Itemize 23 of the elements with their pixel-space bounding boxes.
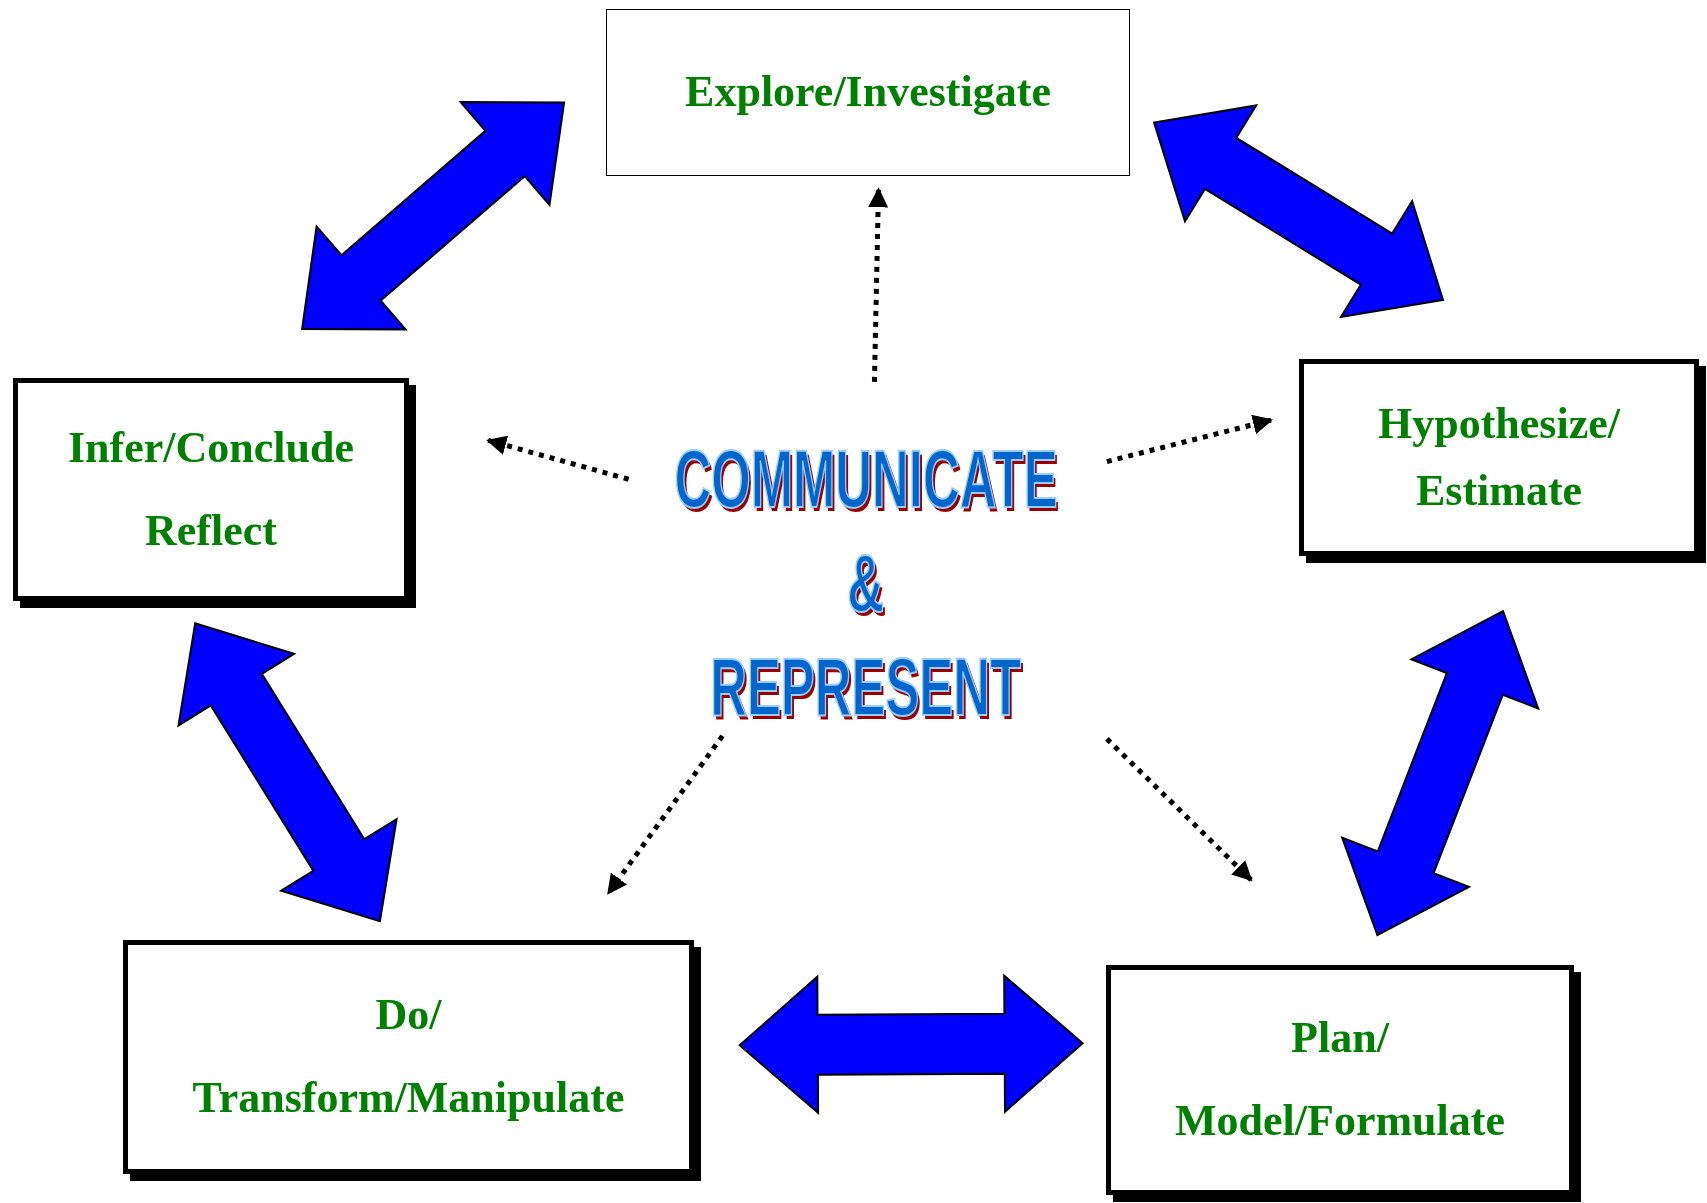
step-label: Infer/Conclude bbox=[68, 421, 354, 474]
double-arrow bbox=[738, 973, 1085, 1115]
step-label: Model/Formulate bbox=[1175, 1095, 1505, 1147]
step-label: Do/ bbox=[375, 989, 442, 1042]
dotted-arrow bbox=[1105, 737, 1253, 882]
step-label: Explore/Investigate bbox=[685, 66, 1051, 119]
double-arrow bbox=[1152, 104, 1445, 319]
dotted-arrow bbox=[606, 734, 725, 895]
dotted-arrow bbox=[1106, 414, 1273, 464]
double-arrow bbox=[300, 101, 566, 331]
dotted-arrow bbox=[486, 435, 630, 482]
title-text: REPRESENT bbox=[710, 645, 1021, 728]
double-arrow bbox=[1340, 609, 1540, 937]
step-label: Estimate bbox=[1415, 464, 1583, 517]
title-text: & bbox=[847, 541, 884, 624]
process-box bbox=[606, 9, 1130, 176]
title-text: COMMUNICATE bbox=[673, 437, 1058, 520]
step-label: Transform/Manipulate bbox=[192, 1072, 625, 1124]
step-label: Plan/ bbox=[1291, 1012, 1389, 1065]
step-label: Reflect bbox=[145, 504, 277, 557]
double-arrow bbox=[177, 622, 398, 923]
step-label: Hypothesize/ bbox=[1378, 397, 1620, 450]
dotted-arrow bbox=[868, 187, 889, 382]
